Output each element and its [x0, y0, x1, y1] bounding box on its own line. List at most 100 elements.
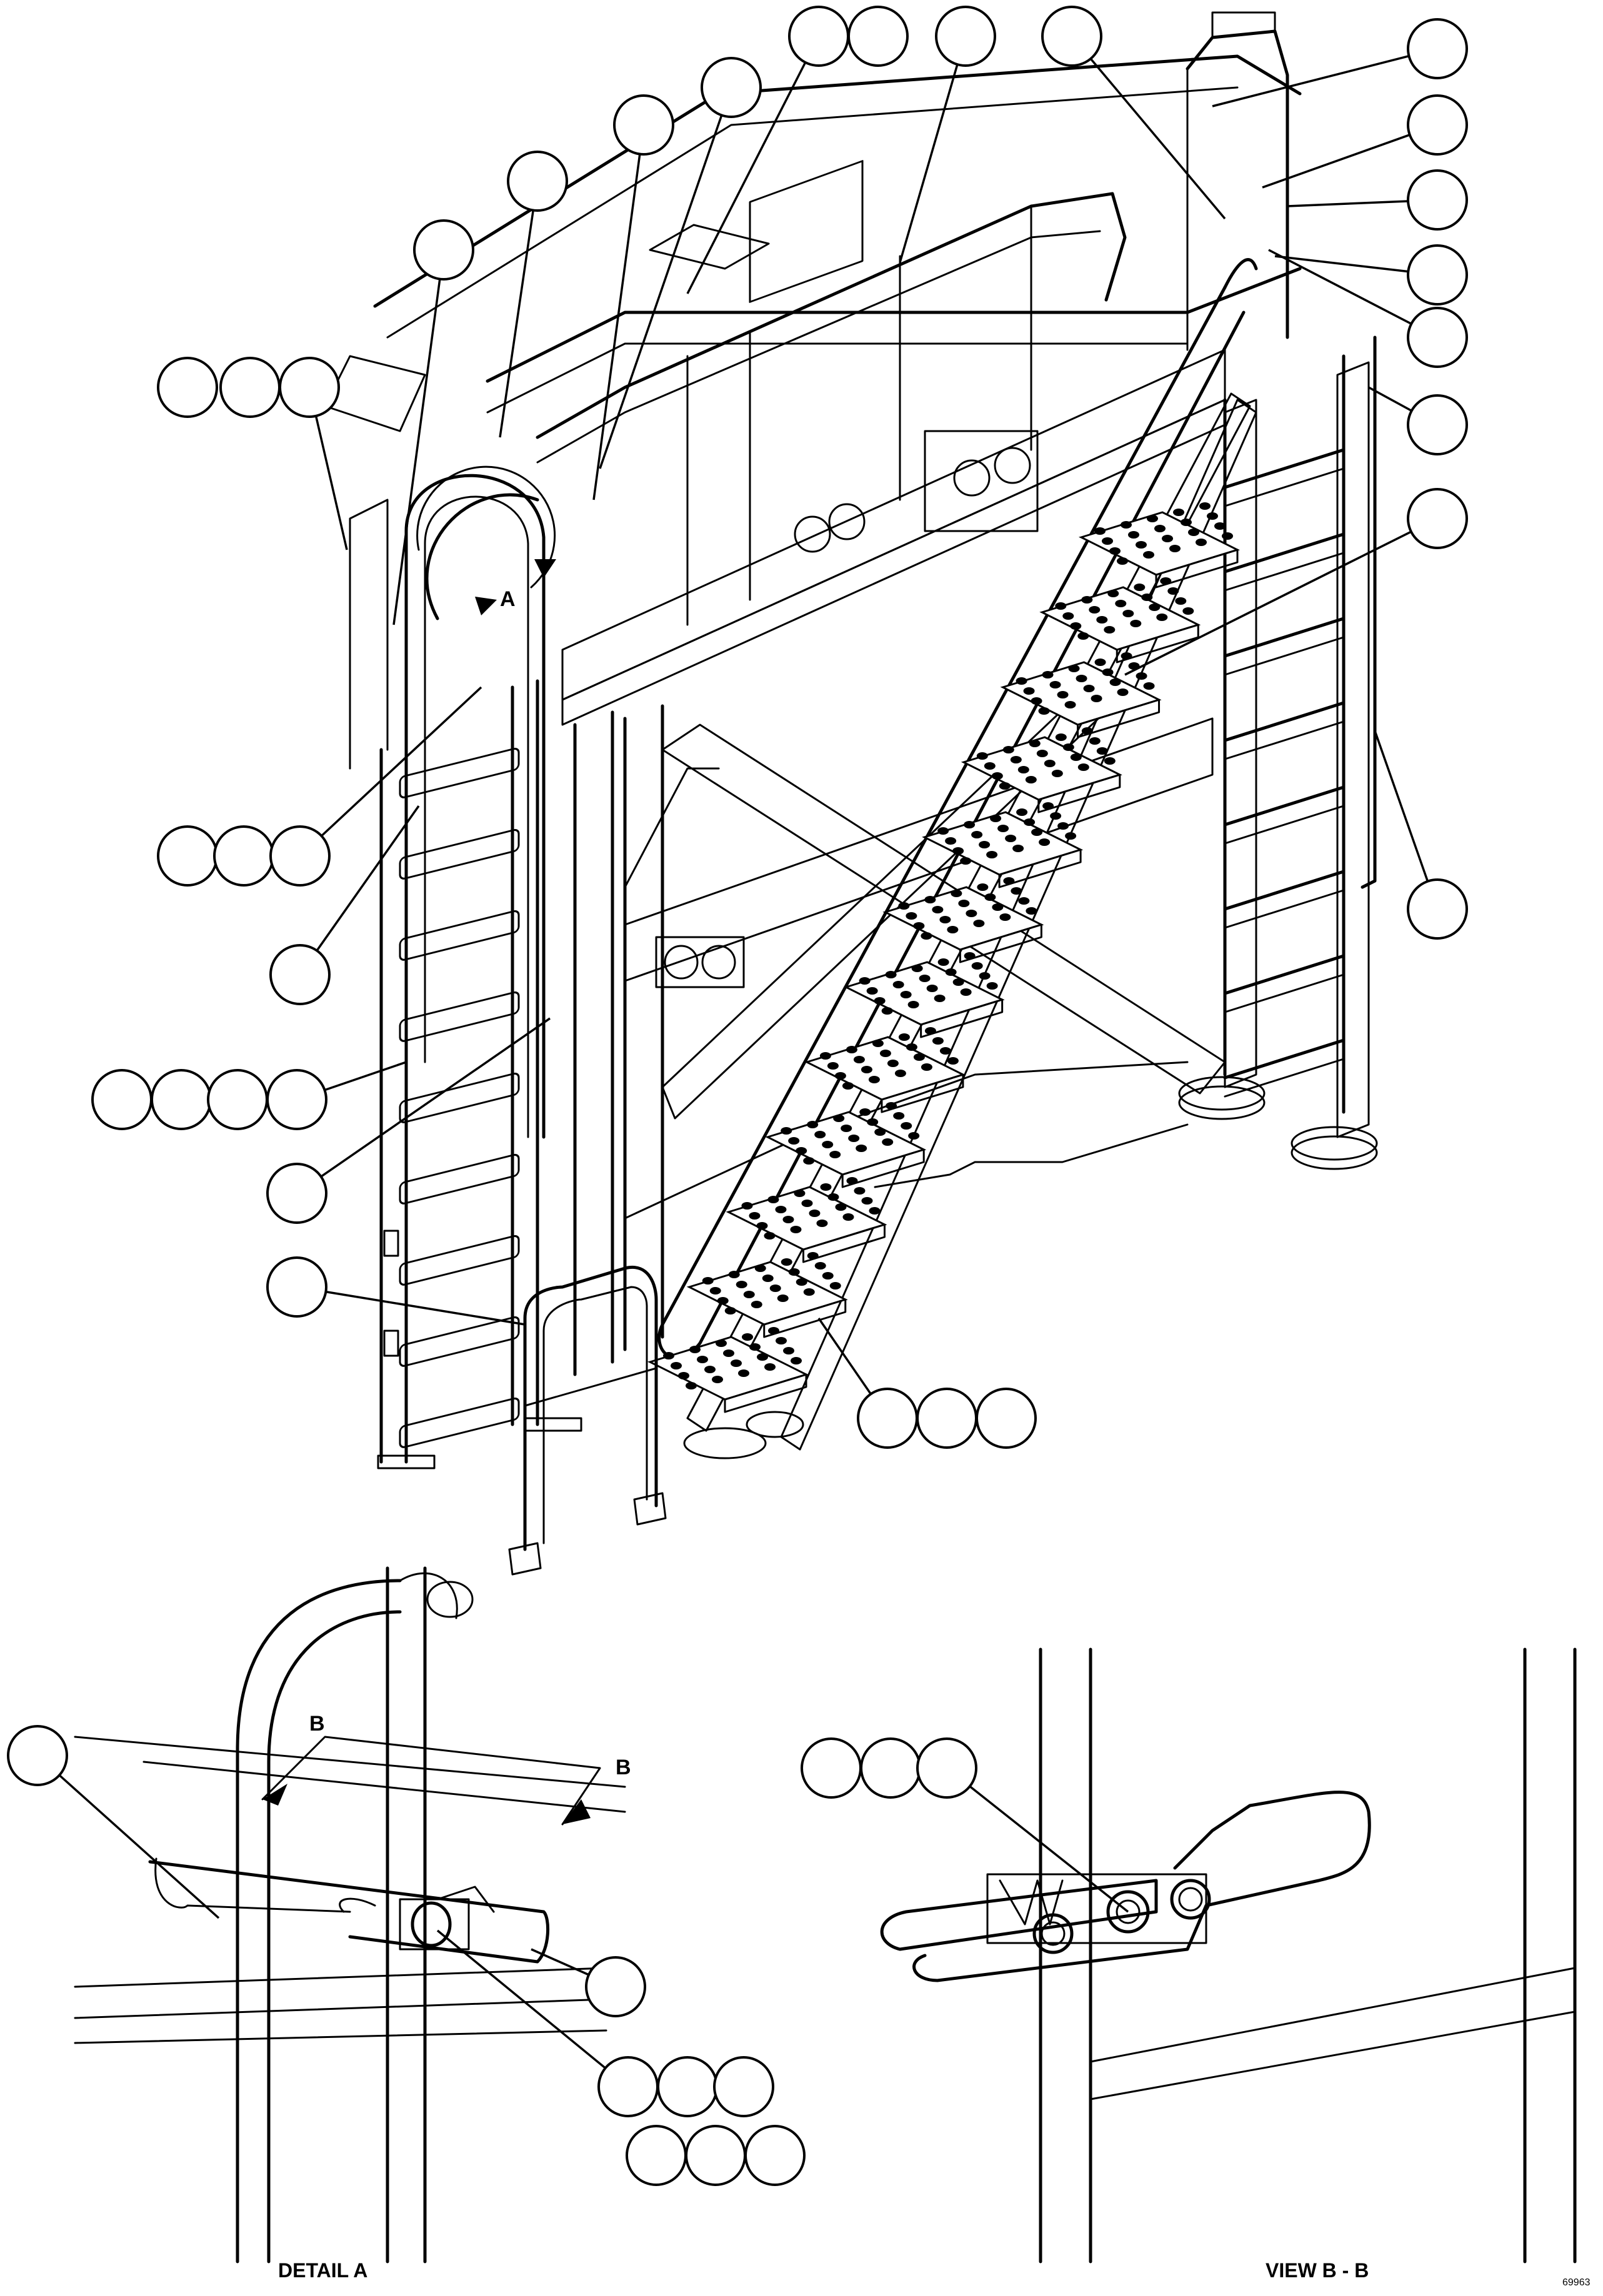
callout-circle [657, 2056, 718, 2117]
callout-circle [860, 1737, 921, 1799]
ladder-rung [1223, 448, 1346, 489]
stair-tread [843, 952, 1005, 1038]
ladder-rung [1223, 617, 1346, 658]
callout-bubble [1212, 18, 1468, 107]
ladder-rung [399, 747, 520, 798]
callout-circle [266, 1069, 327, 1130]
callout-circle [788, 6, 849, 67]
ladder-rung [1223, 954, 1346, 995]
callout-bubble [1268, 249, 1468, 368]
ladder-rung [1223, 701, 1346, 742]
callout-circle [91, 1069, 152, 1130]
stair-tread [961, 727, 1122, 813]
callout-leader [1368, 386, 1412, 412]
ladder-rung [399, 910, 520, 961]
callout-circle [1407, 488, 1468, 549]
ladder-rung [1223, 785, 1346, 827]
stair-tread [686, 1252, 848, 1338]
callout-bubble [151, 1069, 212, 1130]
callout-leader [899, 64, 959, 263]
callout-bubble [392, 219, 474, 625]
callout-circle [7, 1725, 68, 1786]
drawing-id: 69963 [1562, 2277, 1591, 2288]
stair-tread [765, 1102, 927, 1188]
callout-leader [326, 1290, 526, 1326]
callout-bubble [744, 2125, 806, 2186]
support-frame [573, 361, 1378, 1376]
right-fixed-ladder [1223, 335, 1377, 1114]
callout-circle [801, 1737, 862, 1799]
callout-circle [1407, 94, 1468, 156]
ladder-rung-edge [1224, 1058, 1345, 1098]
callout-circle [916, 1737, 977, 1799]
callout-leader [314, 415, 348, 550]
callout-circle [266, 1256, 327, 1318]
callout-bubble [916, 1737, 1129, 1913]
callout-circle [413, 219, 474, 281]
section-b-letter-right: B [616, 1756, 631, 1779]
stair-tread [726, 1177, 887, 1263]
callout-bubble [626, 2125, 687, 2186]
callout-circle [976, 1388, 1037, 1449]
callout-bubble [91, 1069, 152, 1130]
callout-bubble [269, 686, 482, 887]
inclined-stairway [647, 258, 1258, 1459]
ladder-rung-edge [1224, 805, 1345, 845]
callout-bubble [713, 2056, 774, 2117]
callout-leader [1212, 54, 1409, 107]
callout-circle [685, 2125, 746, 2186]
section-b-letter-left: B [309, 1712, 325, 1736]
callout-circle [279, 357, 340, 418]
callout-leader [969, 1785, 1129, 1913]
callout-leader [599, 114, 723, 469]
callout-bubble [213, 825, 274, 887]
callout-bubble [599, 57, 762, 469]
callout-circle [266, 1163, 327, 1224]
ladder-rung-edge [1224, 973, 1345, 1013]
detail-a-title: DETAIL A [278, 2259, 367, 2282]
left-fixed-ladder [349, 465, 582, 1469]
callout-circle [1407, 878, 1468, 940]
callout-bubble [592, 94, 674, 500]
ladder-rung-edge [1224, 720, 1345, 760]
ladder-rung [1223, 532, 1346, 574]
callout-bubble [899, 6, 996, 263]
callout-bubble [157, 357, 218, 418]
callout-circle [701, 57, 762, 118]
callout-bubble [531, 1948, 646, 2017]
callout-bubble [219, 357, 281, 418]
ladder-rung [399, 1072, 520, 1123]
callout-circle [151, 1069, 212, 1130]
callout-circle [713, 2056, 774, 2117]
ladder-rung [399, 1397, 520, 1448]
view-bb-title: VIEW B - B [1266, 2259, 1369, 2282]
callout-bubble [817, 1318, 918, 1449]
callout-circle [847, 6, 909, 67]
callout-circle [1041, 6, 1102, 67]
callout-bubble [1274, 244, 1468, 306]
top-handrails [536, 11, 1289, 626]
callout-bubble [266, 1256, 526, 1326]
callout-circle [507, 151, 568, 212]
detail-a-view: B B DETAIL A [74, 1566, 631, 2282]
stair-tread [922, 802, 1084, 888]
ladder-rung [399, 1316, 520, 1367]
callout-leader [817, 1318, 872, 1395]
ladder-rung [399, 1153, 520, 1205]
callout-bubble [1262, 94, 1468, 189]
view-a-indicator: A [425, 493, 556, 620]
callout-circle [626, 2125, 687, 2186]
callout-circle [744, 2125, 806, 2186]
callout-bubble [266, 1017, 551, 1224]
stair-tread [1078, 502, 1241, 589]
callout-circle [213, 825, 274, 887]
callout-bubble [801, 1737, 862, 1799]
stair-tread [804, 1027, 966, 1113]
callout-leader [1374, 730, 1429, 882]
callout-bubble [916, 1388, 977, 1449]
callout-circle [1407, 244, 1468, 306]
callout-leader [686, 62, 807, 294]
callout-bubble [847, 6, 909, 67]
